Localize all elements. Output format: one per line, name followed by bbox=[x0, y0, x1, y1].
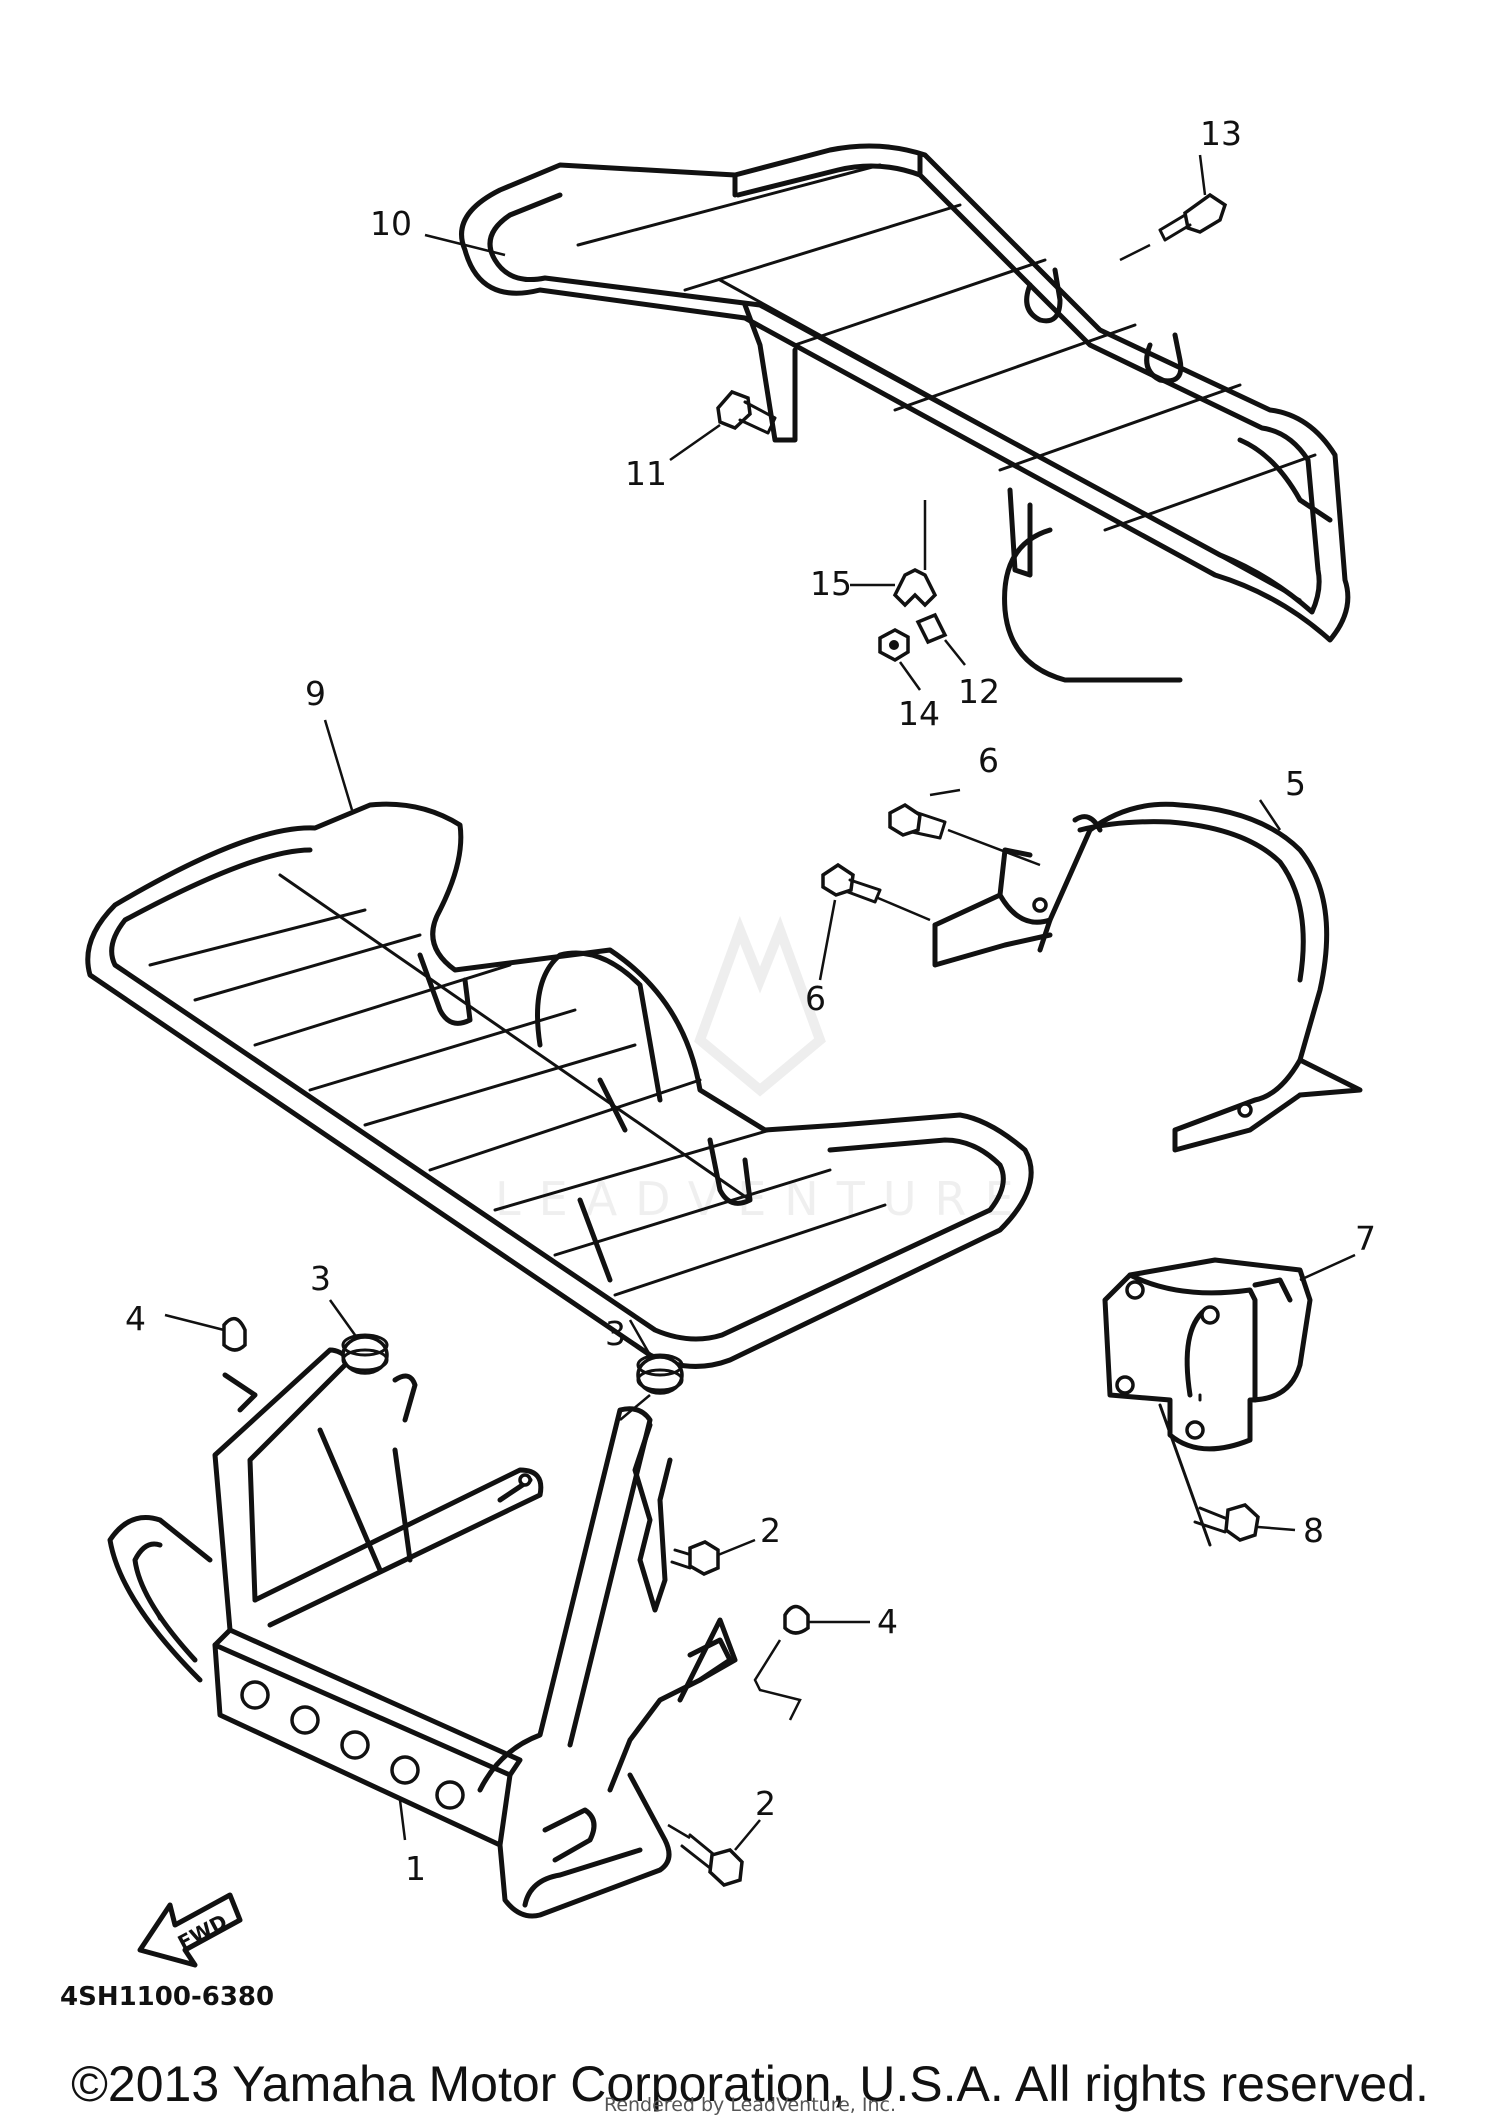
callout-2-upper: 2 bbox=[760, 1511, 781, 1550]
rear-carrier-part-10 bbox=[459, 143, 1351, 683]
callout-10: 10 bbox=[370, 204, 412, 243]
bolt-part-2-upper bbox=[670, 1538, 756, 1576]
callout-7: 7 bbox=[1355, 1219, 1376, 1258]
callout-3-right: 3 bbox=[605, 1314, 626, 1353]
nut-part-14 bbox=[878, 628, 922, 691]
callout-3-left: 3 bbox=[310, 1259, 331, 1298]
guard-part-5 bbox=[932, 801, 1363, 1153]
front-bumper-part-1 bbox=[107, 1347, 738, 1919]
callout-15: 15 bbox=[810, 564, 852, 603]
rendered-by-notice: Rendered by LeadVenture, Inc. bbox=[603, 2094, 897, 2116]
leader-lines bbox=[153, 154, 1356, 1841]
cap-part-4-right bbox=[753, 1604, 870, 1721]
callout-6-upper: 6 bbox=[978, 741, 999, 780]
callout-2-lower: 2 bbox=[755, 1784, 776, 1823]
callout-9: 9 bbox=[305, 674, 326, 713]
bolt-part-13 bbox=[1119, 192, 1228, 262]
collar-part-12 bbox=[915, 612, 966, 666]
bolt-part-11 bbox=[669, 389, 777, 462]
grommet-part-3-right bbox=[619, 1319, 684, 1421]
diagram-code: 4SH1100-6380 bbox=[60, 1982, 274, 2012]
callout-labels: 13 10 11 15 12 14 9 6 5 6 7 3 4 3 8 2 4 … bbox=[125, 114, 1376, 1888]
watermark-text: LEADVENTURE bbox=[495, 1172, 1032, 1226]
callout-4-right: 4 bbox=[877, 1602, 898, 1641]
grommet-part-3-left bbox=[328, 1299, 389, 1375]
cap-part-4-left bbox=[164, 1313, 247, 1352]
callout-1: 1 bbox=[405, 1849, 426, 1888]
callout-4-left: 4 bbox=[125, 1299, 146, 1338]
watermark-logo: LEADVENTURE bbox=[495, 915, 1032, 1226]
clip-part-15 bbox=[850, 500, 938, 608]
bracket-part-7 bbox=[1102, 1257, 1313, 1452]
bolt-part-8 bbox=[1158, 1393, 1296, 1547]
bolt-part-6-lower bbox=[818, 862, 931, 981]
callout-6-lower: 6 bbox=[805, 979, 826, 1018]
callout-8: 8 bbox=[1303, 1511, 1324, 1550]
bolt-part-2-lower bbox=[667, 1819, 761, 1887]
bolt-part-6-upper bbox=[888, 788, 1041, 867]
forward-arrow-label: FWD bbox=[174, 1909, 231, 1955]
callout-11: 11 bbox=[625, 454, 667, 493]
forward-arrow-icon: FWD bbox=[137, 1892, 243, 1968]
callout-13: 13 bbox=[1200, 114, 1242, 153]
front-carrier-part-9 bbox=[85, 801, 1034, 1369]
callout-5: 5 bbox=[1285, 764, 1306, 803]
copyright-notice: ©2013 Yamaha Motor Corporation, U.S.A. A… bbox=[71, 2056, 1429, 2112]
callout-14: 14 bbox=[898, 694, 940, 733]
callout-12: 12 bbox=[958, 672, 1000, 711]
